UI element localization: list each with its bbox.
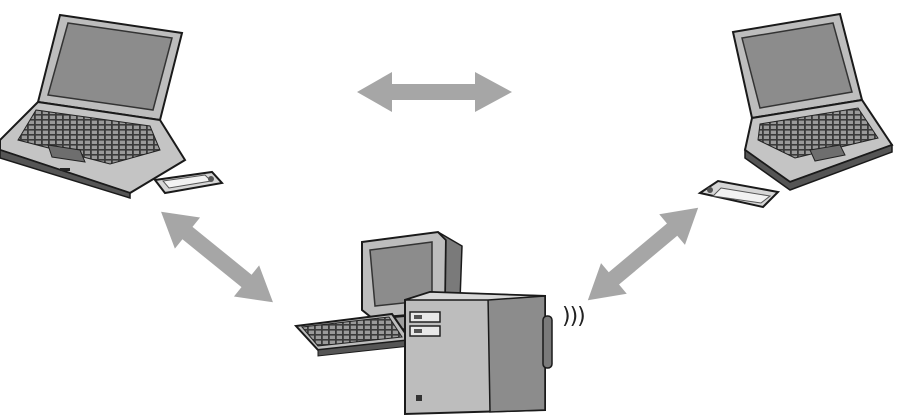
wireless-card-icon [697,179,781,209]
wireless-signal-icon: ))) [562,304,586,329]
laptop-icon [0,13,187,200]
arrow-shape [357,72,512,112]
arrow-left-laptop-to-desktop [161,211,273,303]
arrow-top-laptops [357,72,512,112]
antenna-icon [542,315,553,369]
arrow-shape [161,211,273,303]
wireless-card-icon [153,170,224,195]
desktop-computer-icon [293,230,553,416]
arrow-shape [587,207,699,301]
desktop-base-station [293,230,553,416]
laptop-left [0,13,187,200]
wireless-card-left [153,170,224,195]
laptop-icon [731,12,894,191]
laptop-right [731,12,894,191]
arrow-right-laptop-to-desktop [587,207,699,301]
wireless-card-right [697,179,781,209]
